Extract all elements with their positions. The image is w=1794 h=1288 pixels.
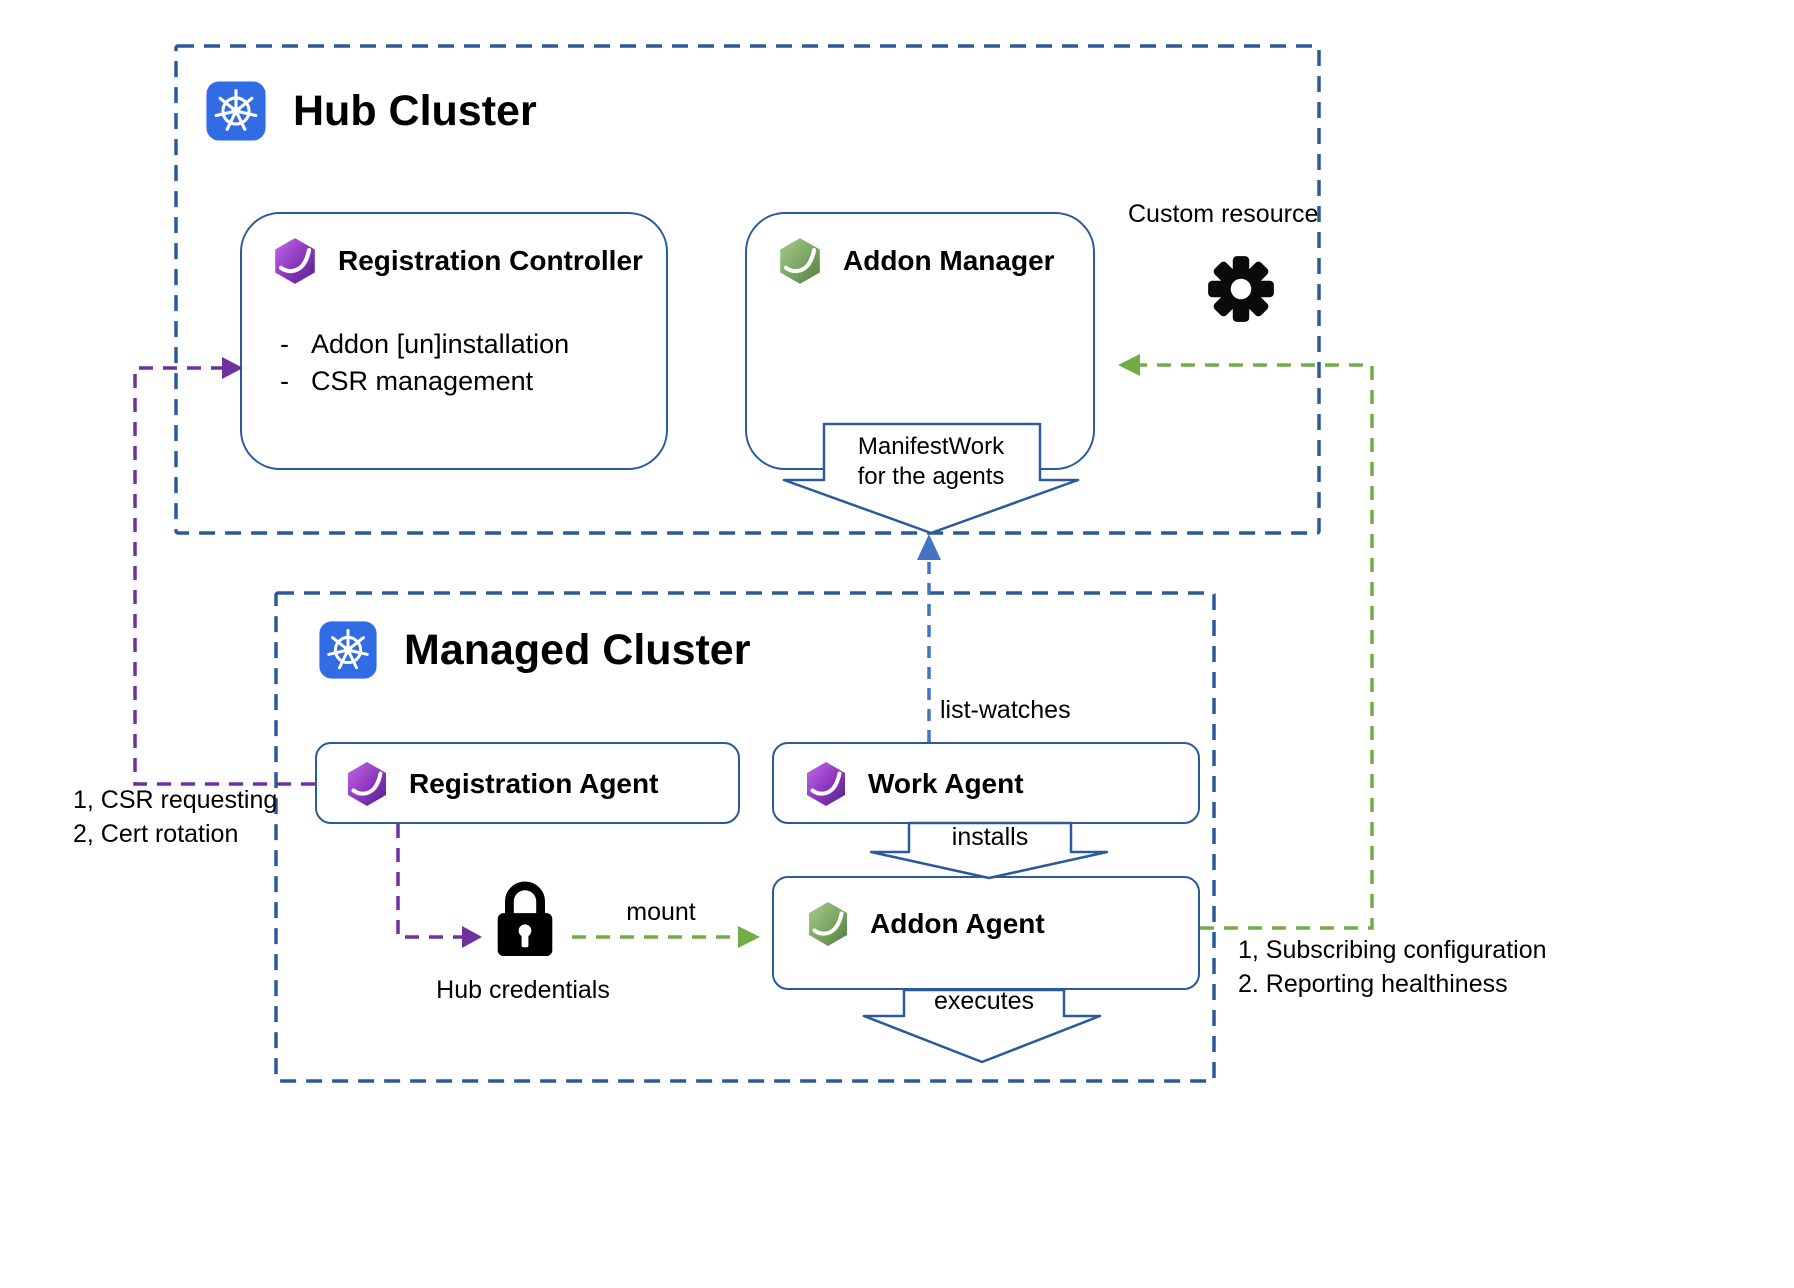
addon-agent-box: Addon Agent [772, 876, 1200, 990]
kubernetes-icon [318, 620, 378, 680]
manifestwork-label-line2: for the agents [857, 463, 1005, 490]
bullet-marker: - [280, 329, 289, 359]
registration-agent-title: Registration Agent [409, 768, 659, 799]
credentials-arrowhead [462, 926, 482, 948]
ocm-hexagon-green-icon [804, 900, 852, 948]
addon-agent-header: Addon Agent [804, 900, 1045, 948]
bullet-marker: - [280, 366, 289, 396]
ocm-hexagon-purple-icon [802, 760, 850, 808]
csr-requesting-label: 1, CSR requesting [73, 786, 278, 814]
managed-cluster-title: Managed Cluster [404, 625, 751, 674]
bullet-item: - Addon [un]installation [280, 326, 569, 363]
subscribe-connector [1140, 363, 1374, 930]
work-agent-header: Work Agent [802, 760, 1024, 808]
manifestwork-label-line1: ManifestWork [857, 433, 1005, 460]
registration-agent-header: Registration Agent [343, 760, 658, 808]
list-watches-arrowhead [917, 534, 941, 560]
hub-credentials-label: Hub credentials [436, 976, 610, 1004]
cert-rotation-label: 2, Cert rotation [73, 820, 239, 848]
registration-controller-header: Registration Controller [270, 236, 643, 286]
manifestwork-label: ManifestWork for the agents [822, 432, 1040, 492]
bullet-text: CSR management [311, 366, 534, 396]
gear-icon [1204, 252, 1278, 326]
subscribe-arrowhead [1118, 354, 1140, 376]
bullet-text: Addon [un]installation [311, 329, 570, 359]
addon-agent-title: Addon Agent [870, 908, 1045, 939]
lock-icon [486, 876, 564, 962]
managed-cluster-header: Managed Cluster [318, 620, 750, 680]
installs-label: installs [951, 823, 1029, 851]
addon-manager-title: Addon Manager [843, 245, 1055, 276]
reporting-healthiness-label: 2. Reporting healthiness [1238, 970, 1508, 998]
mount-arrowhead [738, 926, 760, 948]
work-agent-title: Work Agent [868, 768, 1024, 799]
registration-controller-bullets: - Addon [un]installation - CSR managemen… [280, 326, 569, 400]
credentials-connector [396, 824, 462, 939]
ocm-hexagon-purple-icon [270, 236, 320, 286]
registration-controller-box: Registration Controller - Addon [un]inst… [240, 212, 668, 470]
addon-manager-header: Addon Manager [775, 236, 1055, 286]
registration-agent-box: Registration Agent [315, 742, 740, 824]
registration-controller-title: Registration Controller [338, 245, 643, 276]
executes-label: executes [933, 987, 1035, 1015]
ocm-hexagon-green-icon [775, 236, 825, 286]
ocm-hexagon-purple-icon [343, 760, 391, 808]
list-watches-label: list-watches [940, 696, 1071, 724]
hub-cluster-title: Hub Cluster [293, 86, 537, 135]
kubernetes-icon [205, 80, 267, 142]
subscribing-configuration-label: 1, Subscribing configuration [1238, 936, 1547, 964]
hub-cluster-header: Hub Cluster [205, 80, 537, 142]
mount-label: mount [626, 898, 696, 926]
bullet-item: - CSR management [280, 363, 569, 400]
work-agent-box: Work Agent [772, 742, 1200, 824]
custom-resource-label: Custom resource [1128, 200, 1319, 228]
